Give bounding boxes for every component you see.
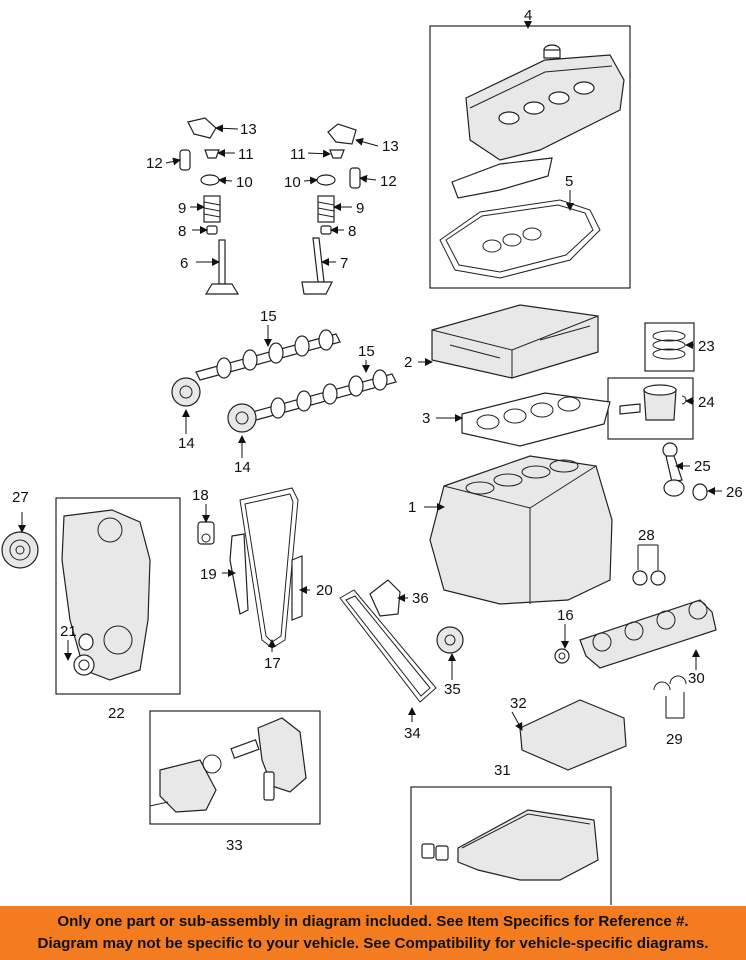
camshaft-intake xyxy=(195,329,341,381)
valve-cover-gasket xyxy=(439,199,601,279)
exhaust-valve xyxy=(301,237,333,295)
callout-15b: 15 xyxy=(358,343,375,360)
callout-11a: 11 xyxy=(238,146,254,163)
idler-pulley xyxy=(369,579,401,617)
callout-6: 6 xyxy=(180,255,188,272)
timing-chain-tensioner xyxy=(197,521,215,545)
valve-spring-right xyxy=(317,195,335,223)
callout-36: 36 xyxy=(412,590,429,607)
oil-pump xyxy=(149,717,307,813)
callout-16: 16 xyxy=(557,607,574,624)
callout-28: 28 xyxy=(638,527,655,544)
callout-4: 4 xyxy=(524,7,532,24)
callout-10a: 10 xyxy=(236,174,253,191)
callout-22: 22 xyxy=(108,705,125,722)
spring-retainer-left xyxy=(200,174,220,186)
oil-pan-group-box xyxy=(410,786,612,905)
callout-11b: 11 xyxy=(290,146,306,163)
thrust-washers xyxy=(653,675,687,691)
oil-pan-baffle xyxy=(519,699,627,771)
crank-position-sensor xyxy=(554,648,570,664)
callout-13b: 13 xyxy=(382,138,399,155)
callout-35: 35 xyxy=(444,681,461,698)
head-gasket xyxy=(461,392,611,447)
spring-retainer-right xyxy=(316,174,336,186)
callout-labels: 1 2 3 4 5 6 7 8 8 9 9 10 10 11 11 12 12 … xyxy=(12,7,743,854)
chain-guide-left xyxy=(229,533,249,615)
disclaimer-line-1: Only one part or sub-assembly in diagram… xyxy=(57,913,689,930)
cylinder-head xyxy=(431,304,599,379)
disclaimer-line-2: Diagram may not be specific to your vehi… xyxy=(37,935,709,952)
callout-12b: 12 xyxy=(380,173,397,190)
callout-14a: 14 xyxy=(178,435,195,452)
front-crank-seal xyxy=(73,633,95,676)
callout-24: 24 xyxy=(698,394,715,411)
callout-31: 31 xyxy=(494,762,511,779)
callout-26: 26 xyxy=(726,484,743,501)
piston-rings-box xyxy=(644,322,695,372)
cam-sprocket-exhaust xyxy=(227,403,257,433)
callout-32: 32 xyxy=(510,695,527,712)
callout-23: 23 xyxy=(698,338,715,355)
crank-pulley xyxy=(1,531,39,569)
piston xyxy=(619,384,687,421)
valve-spring-left xyxy=(203,195,221,223)
callout-13a: 13 xyxy=(240,121,257,138)
camshaft-exhaust xyxy=(251,369,397,421)
rocker-arm-right xyxy=(327,123,357,145)
callout-27: 27 xyxy=(12,489,29,506)
callout-34: 34 xyxy=(404,725,421,742)
leader-lines xyxy=(18,21,722,731)
callout-21: 21 xyxy=(60,623,77,640)
callout-12a: 12 xyxy=(146,155,163,172)
drive-belt xyxy=(339,589,437,703)
engine-block xyxy=(429,455,613,605)
callout-18: 18 xyxy=(192,487,209,504)
valve-keeper-left xyxy=(204,149,220,159)
oil-pan xyxy=(421,809,599,881)
engine-parts-diagram: 1 2 3 4 5 6 7 8 8 9 9 10 10 11 11 12 12 … xyxy=(1,7,743,905)
callout-10b: 10 xyxy=(284,174,301,191)
callout-30: 30 xyxy=(688,670,705,687)
callout-15a: 15 xyxy=(260,308,277,325)
callout-20: 20 xyxy=(316,582,333,599)
valve-seal-left xyxy=(206,225,218,235)
crankshaft xyxy=(579,599,717,669)
callout-8a: 8 xyxy=(178,223,186,240)
valve-seal-right xyxy=(320,225,332,235)
lash-adjuster-left xyxy=(179,149,191,171)
rod-bearing xyxy=(692,483,708,501)
callout-14b: 14 xyxy=(234,459,251,476)
timing-cover-group-box xyxy=(55,497,181,695)
disclaimer-banner: Only one part or sub-assembly in diagram… xyxy=(0,906,746,960)
callout-2: 2 xyxy=(404,354,412,371)
callout-25: 25 xyxy=(694,458,711,475)
callout-29: 29 xyxy=(666,731,683,748)
callout-9a: 9 xyxy=(178,200,186,217)
crank-sprocket xyxy=(436,626,464,654)
callout-3: 3 xyxy=(422,410,430,427)
piston-rings xyxy=(652,330,686,360)
callout-19: 19 xyxy=(200,566,217,583)
timing-cover xyxy=(61,509,151,681)
intake-valve xyxy=(204,239,240,295)
chain-guide-right xyxy=(291,555,303,621)
timing-chain xyxy=(239,487,299,649)
callout-17: 17 xyxy=(264,655,281,672)
rocker-arm-left xyxy=(187,117,217,139)
valve-cover xyxy=(451,44,625,199)
lash-adjuster-right xyxy=(349,167,361,189)
main-bearings xyxy=(632,570,666,586)
connecting-rod xyxy=(662,442,685,497)
oil-pump-group-box xyxy=(149,710,321,825)
callout-9b: 9 xyxy=(356,200,364,217)
callout-33: 33 xyxy=(226,837,243,854)
callout-1: 1 xyxy=(408,499,416,516)
callout-5: 5 xyxy=(565,173,573,190)
cam-sprocket-intake xyxy=(171,377,201,407)
callout-8b: 8 xyxy=(348,223,356,240)
callout-7: 7 xyxy=(340,255,348,272)
valve-keeper-right xyxy=(329,149,345,159)
